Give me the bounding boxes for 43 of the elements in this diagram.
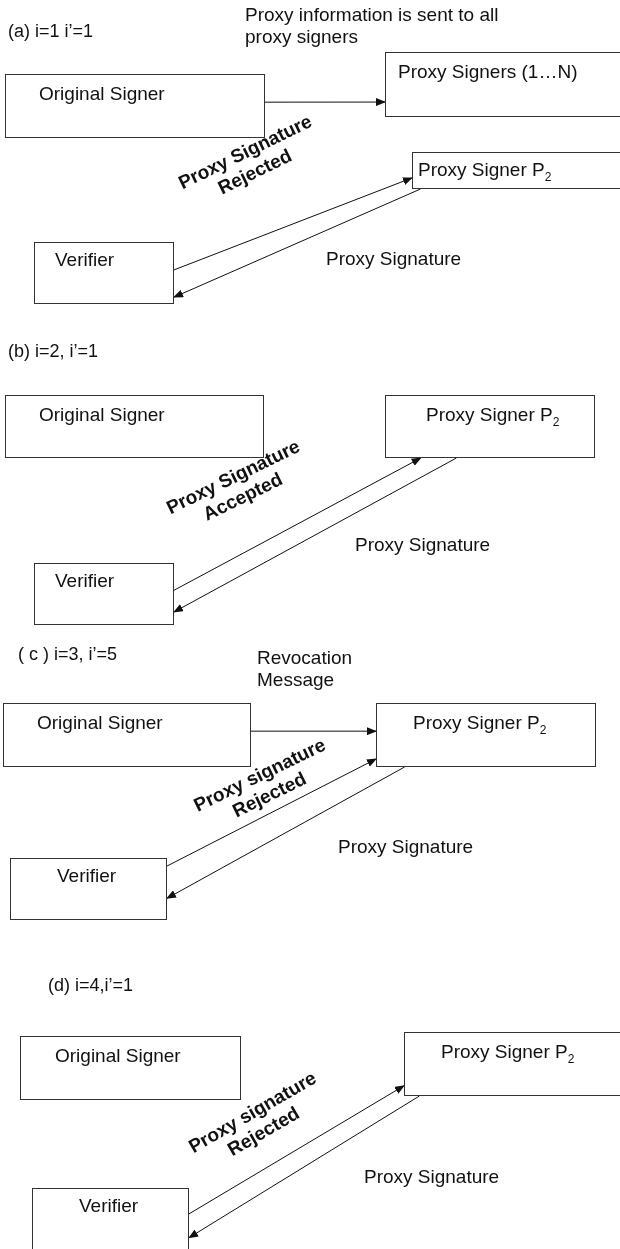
node-label: Verifier bbox=[55, 249, 115, 270]
panel-caption: ( c ) i=3, i’=5 bbox=[18, 644, 118, 665]
arrow bbox=[173, 188, 421, 298]
node-label: Proxy Signer P$_{2}$ bbox=[426, 404, 560, 425]
arrow bbox=[166, 758, 377, 867]
edge-label: Proxy Signature bbox=[355, 534, 492, 556]
process-box bbox=[34, 563, 174, 625]
node-label: Original Signer bbox=[37, 712, 163, 733]
node-label: Original Signer bbox=[55, 1045, 181, 1066]
panel-caption: (a) i=1 i’=1 bbox=[8, 21, 94, 42]
node-label: Proxy Signer P$_{2}$ bbox=[441, 1041, 575, 1062]
edge-label: Proxy information is sent to all proxy signers bbox=[245, 4, 500, 48]
process-box bbox=[376, 703, 596, 767]
node-label: Verifier bbox=[55, 570, 115, 591]
process-box bbox=[32, 1188, 189, 1249]
process-box bbox=[404, 1032, 620, 1096]
panel-caption: (d) i=4,i’=1 bbox=[48, 975, 134, 996]
arrow bbox=[173, 177, 413, 271]
process-box bbox=[20, 1036, 241, 1100]
edge-label: Proxy Signature bbox=[364, 1166, 501, 1188]
arrow bbox=[166, 766, 406, 899]
arrow bbox=[173, 457, 422, 591]
edge-label: Proxy Signature bbox=[326, 248, 463, 270]
arrow bbox=[188, 1085, 405, 1215]
node-label: Proxy Signer P$_{2}$ bbox=[413, 712, 547, 733]
node-label: Verifier bbox=[79, 1195, 139, 1216]
process-box bbox=[412, 152, 620, 189]
panel-caption: (b) i=2, i’=1 bbox=[8, 341, 99, 362]
node-label: Verifier bbox=[57, 865, 117, 886]
arrow bbox=[250, 727, 377, 736]
edge-label: Proxy Signature bbox=[338, 836, 475, 858]
arrow bbox=[188, 1095, 420, 1239]
node-label: Proxy Signer P$_{2}$ bbox=[418, 159, 552, 180]
node-label: Proxy Signers (1…N) bbox=[398, 61, 578, 82]
node-label: Original Signer bbox=[39, 404, 165, 425]
arrow bbox=[264, 98, 386, 107]
process-box bbox=[34, 242, 174, 304]
process-box bbox=[10, 858, 167, 920]
process-box bbox=[385, 395, 595, 458]
edge-label: Revocation Message bbox=[257, 647, 354, 691]
process-box bbox=[385, 52, 620, 117]
node-label: Original Signer bbox=[39, 83, 165, 104]
arrow bbox=[173, 457, 457, 613]
